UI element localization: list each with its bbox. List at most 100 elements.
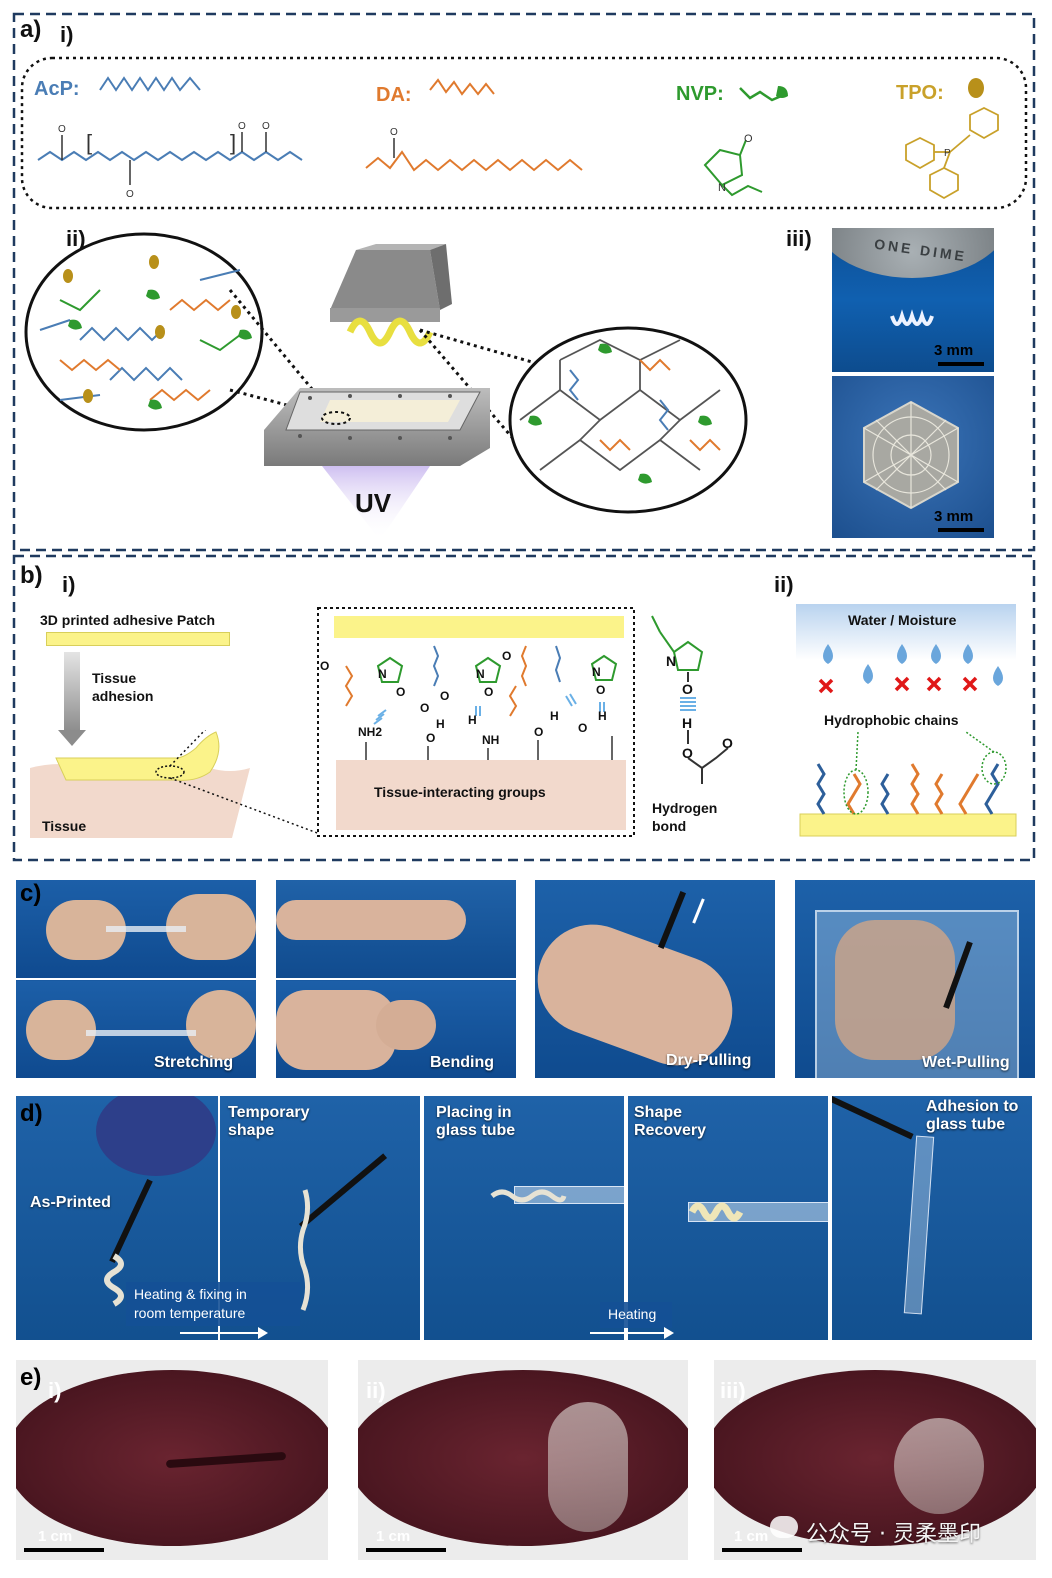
chem-o-6: O (502, 649, 511, 663)
chem-nh: NH (482, 733, 499, 747)
network-circle (508, 326, 748, 514)
chem-h-3: H (550, 709, 559, 723)
watermark: 公众号 · 灵柔墨印 (806, 1522, 981, 1547)
adhesion-arrow-shaft (64, 652, 80, 732)
hbond-o-2: O (682, 745, 693, 761)
lattice-patch (863, 400, 959, 510)
interface-label: Tissue-interacting groups (374, 784, 546, 800)
chem-h-2: H (468, 713, 477, 727)
chem-nh2: NH2 (358, 725, 382, 739)
step1-arrow-head (258, 1327, 268, 1339)
hbond-o-3: O (722, 735, 733, 751)
chem-o-1: O (320, 659, 329, 673)
photo-wet-pulling (795, 880, 1035, 1078)
photo-coil-coin: ONE DIME 3 mm (832, 228, 994, 372)
build-platform (330, 250, 440, 310)
uv-beam (322, 466, 430, 540)
nvp-label: NVP: (676, 83, 724, 105)
scale-bar-e3 (722, 1548, 802, 1552)
tissue-diagram (30, 730, 321, 838)
step1-line2: room temperature (134, 1305, 246, 1321)
photo-dry-pulling (535, 880, 775, 1078)
panel-b-label: b) (20, 562, 43, 589)
photo-wound (16, 1360, 328, 1560)
chem-h-1: H (436, 717, 445, 731)
hbond-label-2: bond (652, 818, 687, 834)
nvp-icon (739, 87, 787, 102)
caption-adhesion-tube: Adhesion to glass tube (926, 1098, 1019, 1133)
panel-d-label: d) (20, 1100, 43, 1127)
chem-h-4: H (598, 709, 607, 723)
tissue-label: Tissue (42, 818, 87, 834)
chem-n-2: N (476, 667, 485, 681)
panel-a-iii-label: iii) (786, 226, 812, 251)
acp-label: AcP: (34, 78, 80, 100)
panel-e-ii-label: ii) (366, 1378, 386, 1403)
tpo-structure (905, 136, 935, 170)
adhesive-patch (46, 632, 230, 646)
hydrophobic-diagram (799, 644, 1017, 837)
step2-arrow (590, 1332, 666, 1334)
panel-e-iii-label: iii) (720, 1378, 746, 1403)
chem-o-8: O (426, 731, 435, 745)
photo-adhesion-tube (832, 1096, 1032, 1340)
photo-stretching (16, 880, 256, 1078)
chem-n-3: N (592, 665, 601, 679)
hbond-h: H (682, 715, 692, 731)
step1-box (126, 1282, 300, 1326)
acp-structure (37, 150, 303, 162)
svg-text:P: P (944, 148, 951, 159)
step1-arrow (180, 1332, 260, 1334)
hbond-o-1: O (682, 681, 693, 697)
svg-text:N: N (718, 182, 726, 194)
monomer-structures: O O O O [ ] O O N P (37, 76, 999, 200)
caption-placing-tube: Placing in glass tube (436, 1104, 516, 1139)
caption-as-printed: As-Printed (30, 1194, 111, 1211)
printed-coil (346, 317, 434, 347)
photo-shape-recovery (628, 1096, 828, 1340)
adhesion-arrow-head (58, 730, 86, 746)
scale-label-top: 3 mm (934, 342, 974, 359)
chem-o-3: O (420, 701, 429, 715)
panel-a-ii-label: ii) (66, 226, 86, 251)
panel-e-i-label: i) (48, 1378, 62, 1403)
chem-o-2: O (396, 685, 405, 699)
svg-text:]: ] (230, 130, 236, 155)
panel-a-frame (12, 12, 1036, 552)
step1-line1: Heating & fixing in (134, 1286, 247, 1302)
scale-label-e2: 1 cm (376, 1528, 411, 1545)
panel-b-i-label: i) (62, 572, 76, 597)
caption-stretching: Stretching (154, 1054, 234, 1071)
panel-c-label: c) (20, 880, 42, 907)
caption-temporary-shape: Temporary shape (228, 1104, 310, 1139)
da-structure (365, 150, 583, 172)
chem-o-4: O (440, 689, 449, 703)
scale-bar-e1 (24, 1548, 104, 1552)
caption-wet-pulling: Wet-Pulling (922, 1054, 1010, 1071)
scale-bar-e2 (366, 1548, 446, 1552)
caption-dry-pulling: Dry-Pulling (666, 1052, 752, 1069)
chem-o-5: O (484, 685, 493, 699)
photo-wound-patch-1 (358, 1360, 688, 1560)
svg-text:[: [ (86, 130, 92, 155)
panel-b-frame (12, 554, 1036, 862)
printing-schematic (24, 232, 748, 540)
scale-bar-bottom (938, 528, 984, 532)
chem-o-9: O (534, 725, 543, 739)
hbond-n: N (666, 653, 676, 669)
photo-wound-patch-2 (714, 1360, 1036, 1560)
printed-coil-photo (890, 309, 934, 326)
scale-label-e3: 1 cm (734, 1528, 769, 1545)
panel-a-label: a) (20, 16, 42, 43)
chem-o-10: O (578, 721, 587, 735)
svg-text:O: O (58, 124, 66, 135)
scale-label-bottom: 3 mm (934, 508, 974, 525)
interface-zoom: O N O O O N O O N O H H H H NH2 NH O O O (317, 607, 635, 837)
svg-text:O: O (744, 133, 753, 145)
uv-label: UV (355, 488, 392, 518)
svg-text:O: O (238, 121, 246, 132)
wechat-icon (770, 1516, 798, 1538)
tpo-icon (968, 78, 984, 98)
panel-e-label: e) (20, 1364, 42, 1391)
photo-placing-tube (424, 1096, 624, 1340)
